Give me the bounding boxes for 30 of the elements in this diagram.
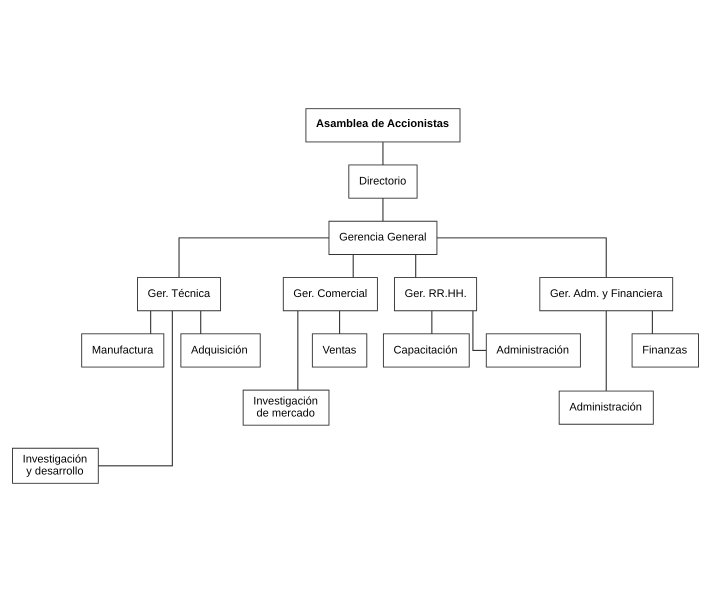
node-box: Directorio [348,164,418,199]
connector [652,311,653,334]
node-box: Ventas [312,333,368,368]
connector [200,311,202,334]
connector [431,311,432,334]
connector [178,237,329,278]
connector [339,311,340,334]
node-box: Ger. Comercial [282,277,378,312]
connector [352,254,354,278]
node-box: Investigación de mercado [242,390,330,426]
node-box: Manufactura [81,333,164,368]
node-box: Capacitación [382,333,470,368]
node-box: Administración [558,390,654,425]
connector [297,310,298,390]
node-box: Administración [486,333,581,368]
connector [437,237,607,278]
node-box: Finanzas [632,333,699,368]
node-box: Investigación y desarrollo [12,448,99,484]
connector [606,310,607,391]
connector [415,254,416,278]
node-box: Asamblea de Accionistas [305,108,460,142]
node-box: Ger. Adm. y Financiera [539,277,674,312]
node-box: Adquisición [180,333,261,368]
node-box: Ger. RR.HH. [394,277,478,312]
connector [382,142,384,165]
node-box: Gerencia General [328,220,438,255]
connector [150,311,152,334]
connector [382,198,384,221]
connector [98,310,173,466]
node-box: Ger. Técnica [137,277,222,312]
